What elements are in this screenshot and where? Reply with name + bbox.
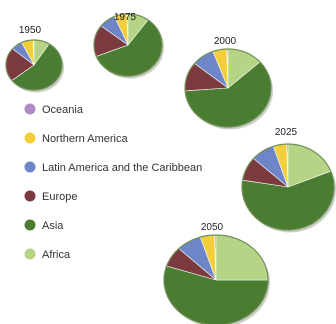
pie-label-1975: 1975 xyxy=(114,12,137,23)
pie-rim-1975 xyxy=(93,13,163,77)
legend-label-europe: Europe xyxy=(42,191,77,203)
legend-label-oceania: Oceania xyxy=(42,104,84,116)
legend-swatch-asia xyxy=(24,219,36,231)
legend-swatch-northern-america xyxy=(24,132,36,144)
pie-label-1950: 1950 xyxy=(19,25,42,36)
pie-label-2000: 2000 xyxy=(214,36,237,47)
pie-rim-2050 xyxy=(163,234,269,324)
legend-label-asia: Asia xyxy=(42,220,64,232)
pie-label-2050: 2050 xyxy=(201,222,224,233)
pie-label-2025: 2025 xyxy=(275,127,298,138)
pie-rim-2025 xyxy=(241,143,335,231)
pie-rim-2000 xyxy=(184,48,272,128)
pie-rim-1950 xyxy=(5,39,63,91)
legend-swatch-africa xyxy=(24,248,36,260)
legend-swatch-latin-america-and-the-caribbean xyxy=(24,161,36,173)
legend-label-latin-america-and-the-caribbean: Latin America and the Caribbean xyxy=(42,162,202,174)
legend-swatch-europe xyxy=(24,190,36,202)
slice-2050-africa xyxy=(215,234,269,281)
legend-label-africa: Africa xyxy=(42,249,71,261)
legend-label-northern-america: Northern America xyxy=(42,133,128,145)
legend-swatch-oceania xyxy=(24,103,36,115)
